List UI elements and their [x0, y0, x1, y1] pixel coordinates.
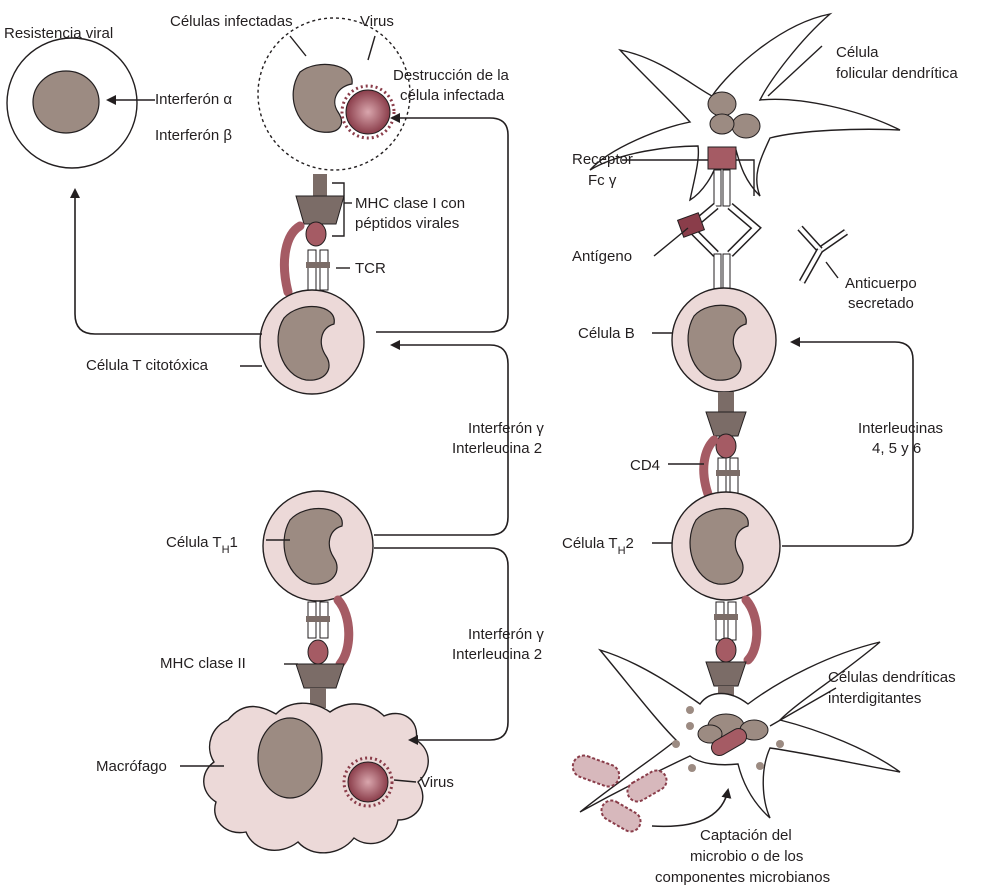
viral-peptide [306, 222, 326, 246]
label-ifng-2: Interferón γ [468, 626, 544, 643]
nucleus [258, 718, 322, 798]
label-antigen: Antígeno [572, 248, 632, 265]
follicular-dendritic-cell [590, 14, 900, 200]
label-fdc-1: Célula [836, 44, 879, 61]
label-mhc-class-ii: MHC clase II [160, 655, 246, 672]
th1-cell [263, 491, 373, 601]
secreted-antibody-icon [800, 228, 846, 282]
cd8-coreceptor [284, 226, 300, 292]
label-ifng-1: Interferón γ [468, 420, 544, 437]
label-il2-1: Interleucina 2 [452, 440, 542, 457]
label-mhc1-2: péptidos virales [355, 215, 459, 232]
infected-cell [258, 18, 410, 170]
label-virus-bottom: Virus [420, 774, 454, 791]
label-antibody-2: secretado [848, 295, 914, 312]
label-th1-cell: Célula TH1 [166, 534, 238, 556]
microbe-uptake-arrow [652, 790, 728, 826]
th2-cell [672, 492, 780, 600]
nucleus [33, 71, 99, 133]
label-uptake-1: Captación del [700, 827, 792, 844]
label-ifn-beta: Interferón β [155, 127, 232, 144]
viral-resistance-arrow [75, 190, 262, 334]
label-uptake-3: componentes microbianos [655, 869, 830, 886]
label-destruction-1: Destrucción de la [393, 67, 510, 84]
label-antibody-1: Anticuerpo [845, 275, 917, 292]
mhc-class-ii-tcr-complex [296, 600, 349, 708]
microbe-icon [598, 797, 644, 835]
label-fc-receptor-2: Fc γ [588, 172, 617, 189]
label-mhc1-1: MHC clase I con [355, 195, 465, 212]
peptide [716, 434, 736, 458]
label-tcr: TCR [355, 260, 386, 277]
label-uptake-2: microbio o de los [690, 848, 803, 865]
label-il2-2: Interleucina 2 [452, 646, 542, 663]
microbe-icon [570, 752, 623, 789]
peptide [308, 640, 328, 664]
label-interleukins-2: 4, 5 y 6 [872, 440, 921, 457]
viral-resistance-cell [7, 38, 137, 168]
th2-dendritic-synapse [706, 600, 757, 704]
macrophage [204, 703, 429, 853]
cytotoxic-t-cell [260, 290, 364, 394]
label-macrophage: Macrófago [96, 758, 167, 775]
label-ifn-alpha: Interferón α [155, 91, 232, 108]
mhc-class-i-tcr-complex [284, 174, 344, 292]
b-cell-th2-synapse [704, 392, 746, 494]
label-th2-cell: Célula TH2 [562, 535, 634, 557]
antibody-antigen-complex [678, 170, 756, 294]
label-idc-1: Células dendríticas [828, 669, 956, 686]
cd4-coreceptor [338, 600, 349, 664]
label-virus-top: Virus [360, 13, 394, 30]
label-b-cell: Célula B [578, 325, 635, 342]
label-fdc-2: folicular dendrítica [836, 65, 958, 82]
label-idc-2: interdigitantes [828, 690, 921, 707]
label-infected-cells: Células infectadas [170, 13, 293, 30]
fc-gamma-receptor [708, 147, 736, 169]
label-fc-receptor-1: Receptor [572, 151, 633, 168]
label-destruction-2: célula infectada [400, 87, 505, 104]
label-interleukins-1: Interleucinas [858, 420, 943, 437]
label-viral-resistance: Resistencia viral [4, 25, 113, 42]
b-cell [672, 288, 776, 392]
th1-to-macrophage-arrow [374, 548, 508, 740]
cd4-coreceptor [704, 440, 714, 494]
label-cd4: CD4 [630, 457, 660, 474]
label-cytotoxic-t-cell: Célula T citotóxica [86, 357, 209, 374]
